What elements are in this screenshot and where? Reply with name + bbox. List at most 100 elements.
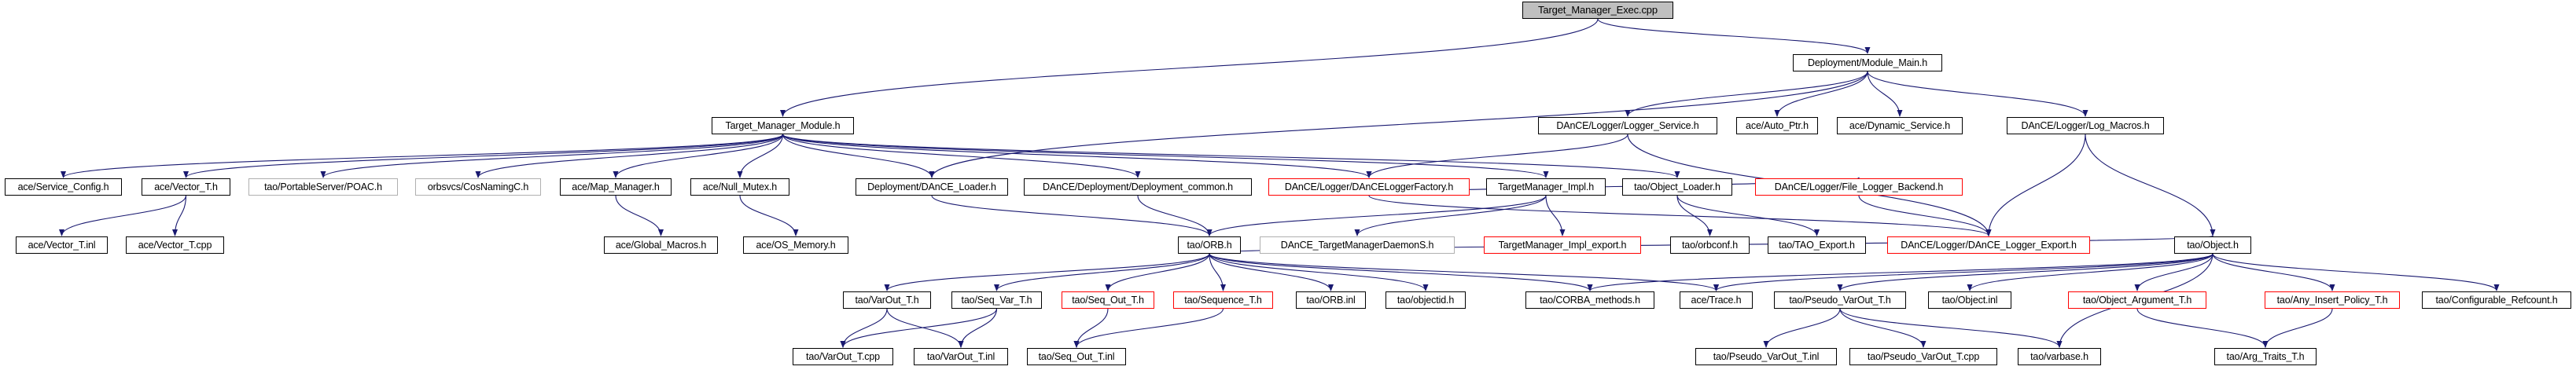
graph-node-n2[interactable]: Target_Manager_Module.h [712, 117, 854, 134]
graph-node-n15[interactable]: DAnCE/Logger/DAnCELoggerFactory.h [1268, 178, 1470, 196]
graph-edge [1209, 253, 1226, 291]
graph-node-n39[interactable]: tao/Object.inl [1928, 291, 2011, 309]
graph-node-n6[interactable]: DAnCE/Logger/Log_Macros.h [2007, 117, 2164, 134]
graph-node-n32[interactable]: tao/Seq_Out_T.h [1062, 291, 1154, 309]
graph-node-n36[interactable]: tao/CORBA_methods.h [1525, 291, 1654, 309]
graph-node-n29[interactable]: tao/Object.h [2174, 236, 2251, 254]
graph-node-label: tao/VarOut_T.inl [926, 351, 995, 362]
graph-node-label: DAnCE/Logger/Log_Macros.h [2021, 120, 2150, 131]
graph-node-n1[interactable]: Deployment/Module_Main.h [1793, 54, 1942, 71]
graph-node-label: Target_Manager_Exec.cpp [1538, 4, 1658, 16]
graph-node-n31[interactable]: tao/Seq_Var_T.h [951, 291, 1042, 309]
graph-node-n33[interactable]: tao/Sequence_T.h [1173, 291, 1273, 309]
graph-node-n44[interactable]: tao/VarOut_T.inl [914, 348, 1008, 365]
graph-edge [2136, 308, 2269, 348]
graph-node-n35[interactable]: tao/objectid.h [1386, 291, 1466, 309]
graph-node-label: tao/Pseudo_VarOut_T.inl [1713, 351, 1820, 362]
graph-edge [1073, 308, 1224, 348]
graph-node-label: Deployment/Module_Main.h [1807, 57, 1928, 68]
graph-node-n11[interactable]: ace/Map_Manager.h [560, 178, 672, 196]
graph-edge [782, 134, 1549, 178]
graph-edge [2134, 253, 2214, 291]
edge-group [59, 18, 2500, 348]
graph-node-label: tao/Pseudo_VarOut_T.h [1789, 295, 1891, 306]
graph-node-label: tao/varbase.h [2030, 351, 2088, 362]
graph-node-n45[interactable]: tao/Seq_Out_T.inl [1027, 348, 1126, 365]
graph-node-label: tao/VarOut_T.cpp [806, 351, 880, 362]
graph-edge [1137, 195, 1213, 236]
graph-node-n27[interactable]: tao/TAO_Export.h [1768, 236, 1866, 254]
graph-node-n5[interactable]: ace/Dynamic_Service.h [1837, 117, 1963, 134]
graph-node-n14[interactable]: DAnCE/Deployment/Deployment_common.h [1024, 178, 1252, 196]
graph-node-label: tao/Object.h [2187, 240, 2239, 251]
graph-node-n42[interactable]: tao/Configurable_Refcount.h [2422, 291, 2571, 309]
graph-edge [1206, 195, 1547, 236]
graph-node-n8[interactable]: ace/Vector_T.h [142, 178, 230, 196]
graph-edge [1105, 253, 1210, 291]
graph-node-n0[interactable]: Target_Manager_Exec.cpp [1522, 2, 1673, 19]
graph-node-label: DAnCE/Logger/DAnCE_Logger_Export.h [1901, 240, 2077, 251]
graph-edge [780, 18, 1599, 117]
graph-node-n4[interactable]: ace/Auto_Ptr.h [1736, 117, 1818, 134]
graph-node-n40[interactable]: tao/Object_Argument_T.h [2068, 291, 2206, 309]
graph-edge [1839, 308, 1926, 348]
graph-node-n21[interactable]: ace/Global_Macros.h [604, 236, 718, 254]
graph-edge [2212, 253, 2335, 291]
graph-edge [1625, 71, 1868, 117]
graph-node-n38[interactable]: tao/Pseudo_VarOut_T.h [1774, 291, 1906, 309]
graph-node-n25[interactable]: TargetManager_Impl_export.h [1484, 236, 1641, 254]
graph-node-n7[interactable]: ace/Service_Config.h [5, 178, 122, 196]
graph-node-n34[interactable]: tao/ORB.inl [1296, 291, 1366, 309]
graph-node-n22[interactable]: ace/OS_Memory.h [743, 236, 848, 254]
graph-node-n49[interactable]: tao/Arg_Traits_T.h [2214, 348, 2317, 365]
graph-edge [1209, 253, 1719, 291]
graph-edge [1713, 253, 2214, 291]
graph-edge [1209, 253, 1429, 291]
graph-node-n48[interactable]: tao/varbase.h [2018, 348, 2101, 365]
graph-node-n46[interactable]: tao/Pseudo_VarOut_T.inl [1695, 348, 1837, 365]
graph-node-n28[interactable]: DAnCE/Logger/DAnCE_Logger_Export.h [1887, 236, 2090, 254]
graph-edge [994, 253, 1210, 291]
graph-edge [886, 308, 964, 348]
graph-edge [1676, 195, 1820, 236]
graph-node-label: tao/Seq_Var_T.h [961, 295, 1032, 306]
graph-node-n10[interactable]: orbsvcs/CosNamingC.h [415, 178, 541, 196]
graph-node-n23[interactable]: tao/ORB.h [1178, 236, 1241, 254]
graph-node-n24[interactable]: DAnCE_TargetManagerDaemonS.h [1260, 236, 1455, 254]
graph-edge [615, 195, 664, 236]
graph-node-n3[interactable]: DAnCE/Logger/Logger_Service.h [1538, 117, 1717, 134]
graph-node-n26[interactable]: tao/orbconf.h [1670, 236, 1750, 254]
graph-edge [1839, 308, 2063, 348]
graph-node-n37[interactable]: ace/Trace.h [1680, 291, 1753, 309]
graph-node-n19[interactable]: ace/Vector_T.inl [16, 236, 108, 254]
graph-edge [1676, 195, 1713, 236]
graph-edge [1587, 253, 2214, 291]
graph-node-label: tao/Seq_Out_T.inl [1038, 351, 1115, 362]
graph-node-label: tao/Any_Insert_Policy_T.h [2276, 295, 2388, 306]
graph-node-label: tao/Sequence_T.h [1184, 295, 1262, 306]
graph-node-n43[interactable]: tao/VarOut_T.cpp [793, 348, 893, 365]
graph-node-n9[interactable]: tao/PortableServer/POAC.h [248, 178, 398, 196]
graph-edge [475, 134, 784, 178]
graph-node-n12[interactable]: ace/Null_Mutex.h [690, 178, 789, 196]
graph-edge [931, 195, 1213, 236]
graph-edge [1209, 253, 1334, 291]
graph-node-n47[interactable]: tao/Pseudo_VarOut_T.cpp [1849, 348, 1997, 365]
graph-edge [1763, 308, 1841, 348]
graph-edge [737, 134, 784, 178]
graph-node-n13[interactable]: Deployment/DAnCE_Loader.h [856, 178, 1008, 196]
graph-edge [1774, 71, 1868, 117]
graph-node-n41[interactable]: tao/Any_Insert_Policy_T.h [2265, 291, 2400, 309]
graph-node-n16[interactable]: TargetManager_Impl.h [1486, 178, 1606, 196]
graph-node-label: ace/Auto_Ptr.h [1746, 120, 1809, 131]
graph-node-n17[interactable]: tao/Object_Loader.h [1622, 178, 1732, 196]
graph-edge [613, 134, 784, 178]
graph-node-n20[interactable]: ace/Vector_T.cpp [126, 236, 224, 254]
graph-node-label: ace/Null_Mutex.h [702, 181, 778, 192]
graph-edge [1545, 195, 1566, 236]
graph-node-label: Target_Manager_Module.h [725, 120, 841, 131]
graph-node-n30[interactable]: tao/VarOut_T.h [843, 291, 931, 309]
graph-edge [840, 308, 888, 348]
graph-node-n18[interactable]: DAnCE/Logger/File_Logger_Backend.h [1755, 178, 1963, 196]
